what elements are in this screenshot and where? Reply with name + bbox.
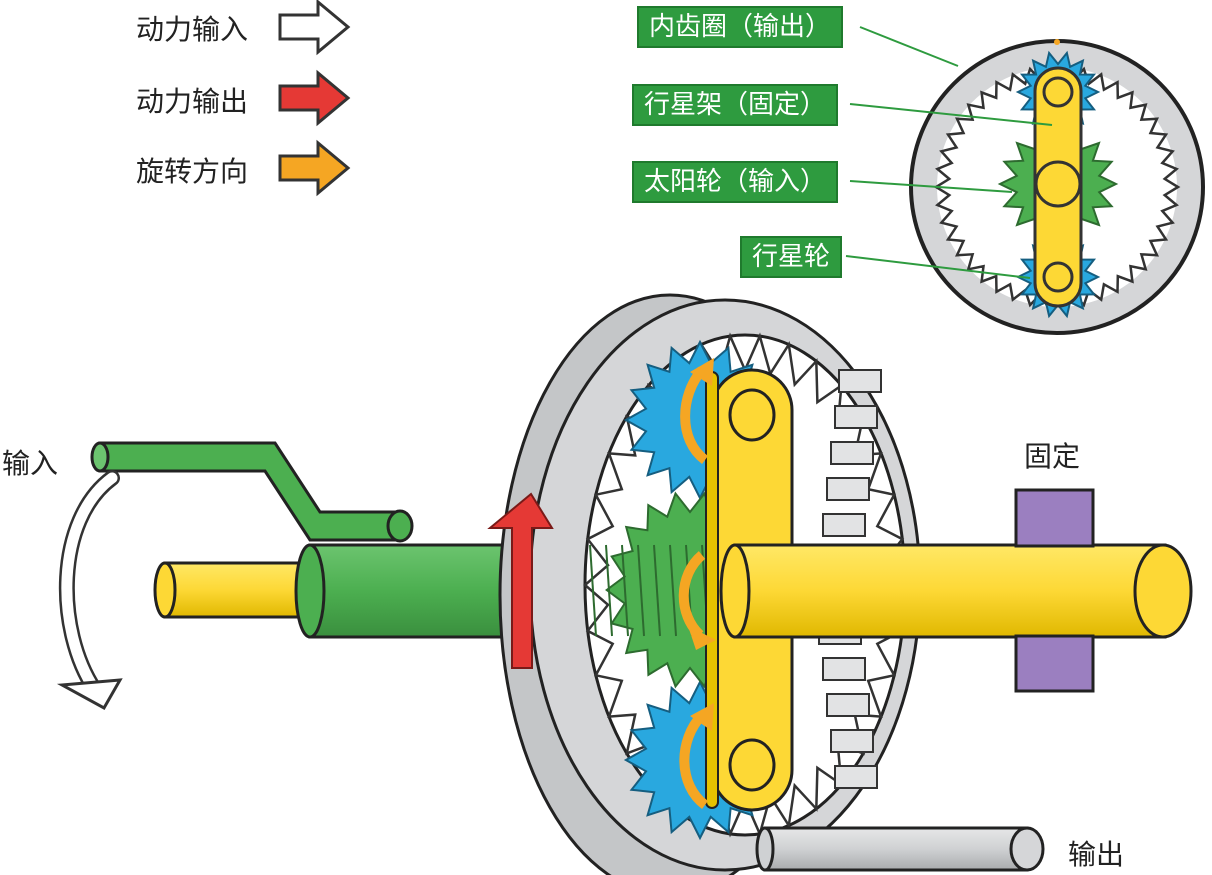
input-crank: [90, 441, 414, 543]
fixed-support-block: [1014, 488, 1095, 693]
fixed-label: 固定: [1024, 440, 1081, 473]
legend-power-input-label: 动力输入: [136, 13, 249, 46]
ring-gear-tooth: [822, 513, 866, 537]
legend-rotation-arrow-icon: [278, 139, 351, 197]
rotation-arrow-top-icon: [680, 358, 714, 465]
sun-gear-tooth-ridge: [589, 544, 597, 637]
ring-gear-tooth-outline: [583, 332, 907, 838]
sun-gear-tooth-ridge: [669, 544, 677, 637]
callout-planet-gear: 行星轮: [740, 236, 843, 278]
callout-sun-gear: 太阳轮（输入）: [632, 161, 839, 203]
output-direction-arrow-icon: [487, 492, 554, 669]
legend-power-output-arrow-icon: [278, 69, 351, 127]
legend-power-input-arrow-icon: [278, 0, 351, 56]
sun-gear-tooth-ridge: [621, 544, 629, 637]
sun-gear-tooth-ridge: [605, 544, 613, 637]
sun-gear-tooth-ridge: [653, 544, 661, 637]
ring-gear-tooth: [834, 405, 878, 429]
input-label: 输入: [2, 447, 59, 480]
ring-gear-tooth: [838, 369, 882, 393]
ring-gear-tooth: [822, 657, 866, 681]
callout-carrier: 行星架（固定）: [632, 84, 839, 126]
output-shaft: [755, 826, 1045, 872]
ring-gear-tooth: [830, 441, 874, 465]
input-rotation-arrow-icon: [56, 470, 123, 711]
ring-gear-tooth: [826, 693, 870, 717]
ring-gear-tooth: [830, 729, 874, 753]
rotation-arrow-bottom-icon: [679, 703, 714, 810]
sun-gear-tooth-ridge: [637, 544, 645, 637]
output-label: 输出: [1068, 838, 1125, 871]
ring-gear-tooth: [834, 765, 878, 789]
inset-schematic: [845, 26, 1205, 335]
callout-ring-gear: 内齿圈（输出）: [637, 6, 844, 48]
yellow-carrier-shaft: [719, 543, 1167, 639]
legend-rotation-label: 旋转方向: [136, 155, 249, 188]
ring-gear-tooth: [826, 477, 870, 501]
legend-power-output-label: 动力输出: [136, 85, 249, 118]
rotation-arrow-middle-icon: [678, 551, 716, 650]
